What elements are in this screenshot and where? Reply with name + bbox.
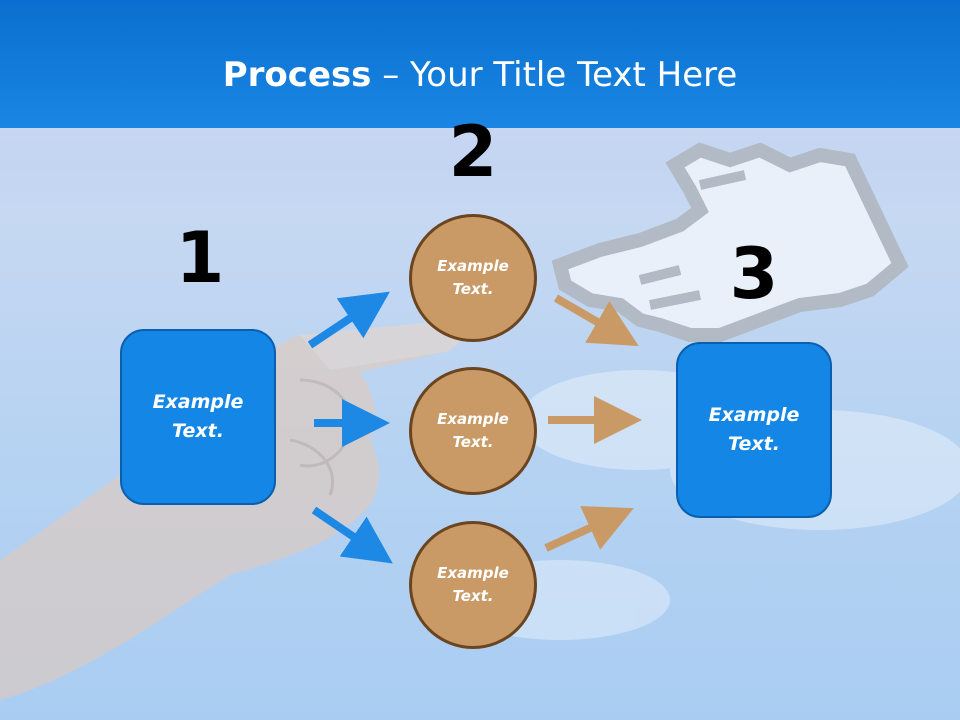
- circle-bottom[interactable]: Example Text.: [409, 521, 537, 649]
- step-number-3: 3: [729, 233, 779, 315]
- circle-bottom-text: Example Text.: [437, 564, 509, 605]
- arrow-from-circle-top: [553, 294, 639, 347]
- arrow-to-circle-top: [307, 291, 390, 349]
- step-number-1: 1: [175, 217, 225, 299]
- arrow-to-circle-bottom: [311, 506, 393, 564]
- left-process-box[interactable]: Example Text.: [120, 329, 276, 505]
- arrow-from-circle-bottom: [544, 506, 634, 552]
- left-box-text: Example Text.: [152, 391, 244, 442]
- step-number-2: 2: [448, 111, 498, 193]
- title-rest: – Your Title Text Here: [371, 55, 738, 95]
- right-process-box[interactable]: Example Text.: [676, 342, 832, 518]
- circle-top-text: Example Text.: [437, 257, 509, 298]
- right-box-text: Example Text.: [708, 404, 800, 455]
- circle-top[interactable]: Example Text.: [409, 214, 537, 342]
- circle-middle-text: Example Text.: [437, 410, 509, 451]
- title-bold: Process: [222, 55, 372, 95]
- circle-middle[interactable]: Example Text.: [409, 367, 537, 495]
- slide-title: Process – Your Title Text Here: [0, 50, 960, 100]
- pixel-hand-cursor-icon: [551, 142, 909, 342]
- title-bar: [0, 0, 960, 128]
